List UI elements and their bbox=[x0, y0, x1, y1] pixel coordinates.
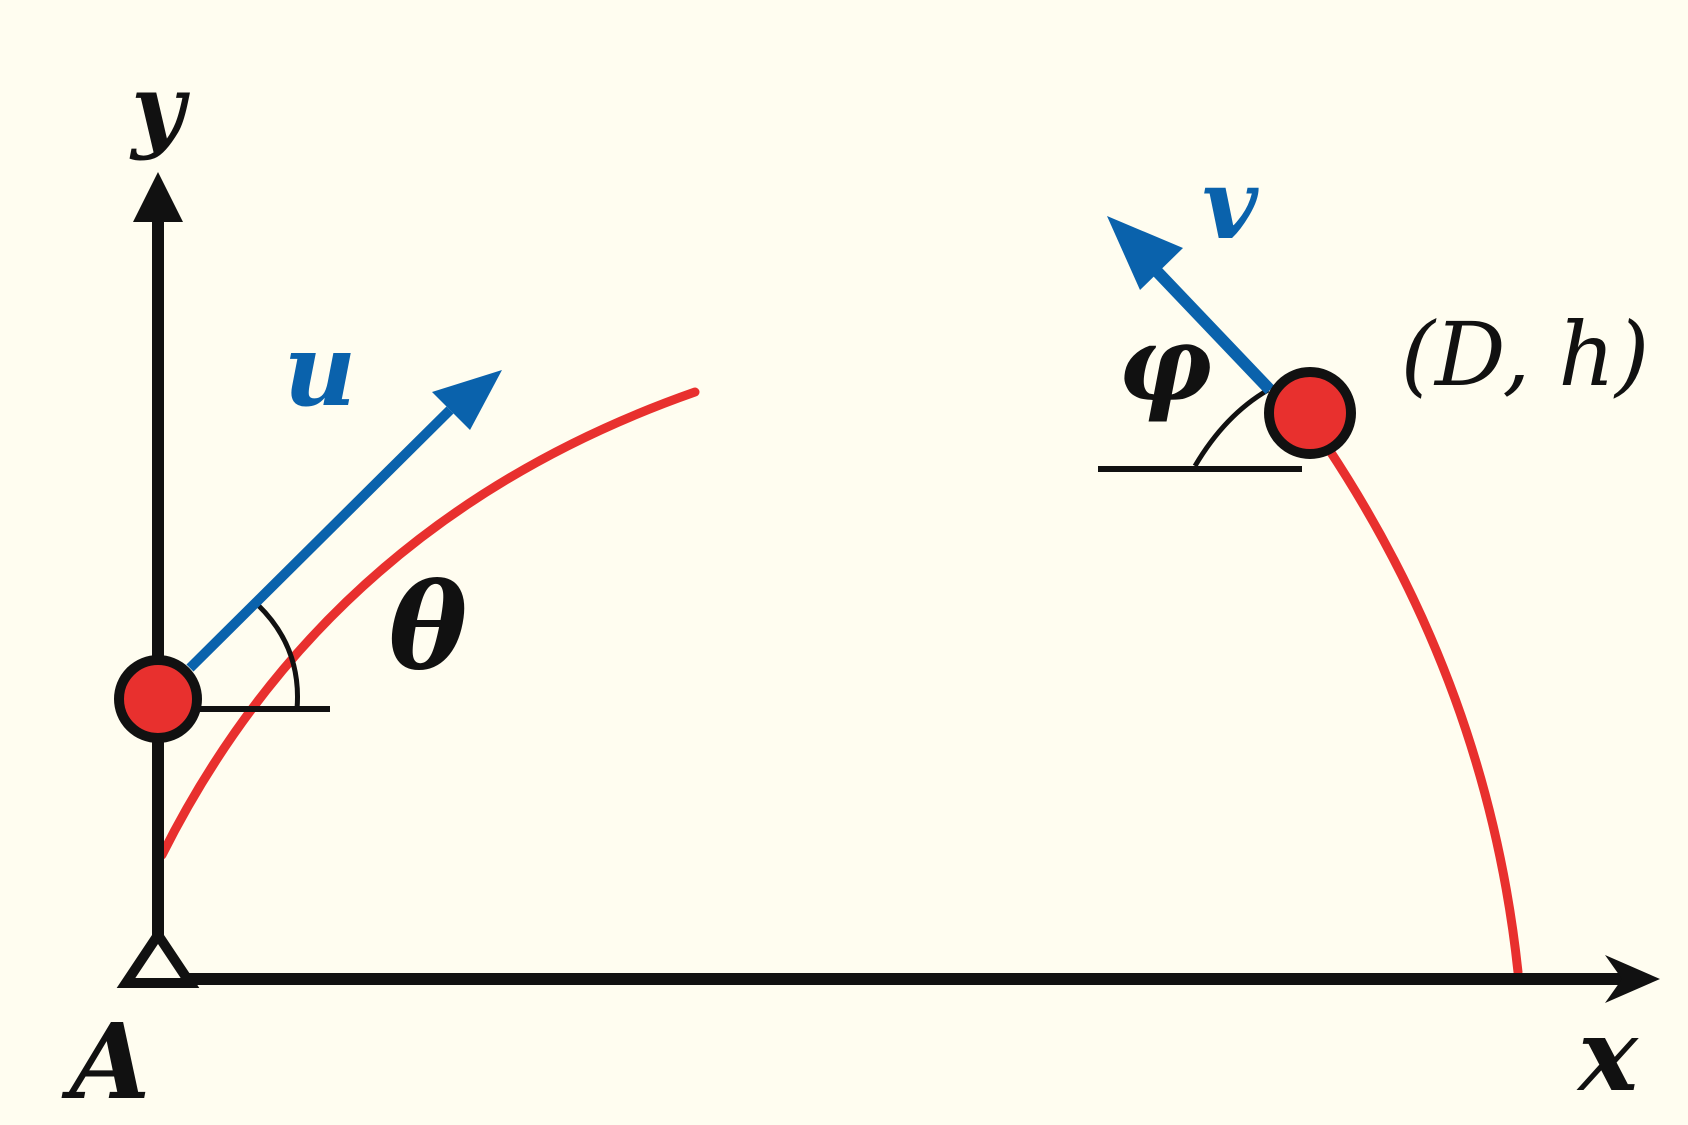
origin-label: A bbox=[61, 1000, 151, 1123]
initial-velocity-arrowhead bbox=[432, 370, 502, 430]
arrival-angle-label: φ bbox=[1118, 302, 1212, 425]
launch-angle-label: θ bbox=[389, 557, 468, 696]
final-velocity-arrowhead bbox=[1107, 216, 1183, 290]
final-velocity-label: v bbox=[1202, 148, 1259, 261]
launch-ball bbox=[114, 655, 202, 743]
launch-angle-arc bbox=[256, 603, 301, 710]
initial-velocity-label: u bbox=[284, 311, 357, 429]
y-axis-arrowhead bbox=[133, 172, 183, 222]
y-axis-label: y bbox=[129, 54, 190, 162]
x-axis-label: x bbox=[1576, 996, 1639, 1114]
pivot-support-icon bbox=[116, 925, 200, 988]
target-ball bbox=[1264, 367, 1356, 459]
arrival-angle-arc bbox=[1192, 387, 1270, 468]
initial-velocity-arrow bbox=[186, 370, 502, 672]
x-axis-arrowhead bbox=[1605, 955, 1660, 1003]
final-velocity-arrow bbox=[1107, 216, 1275, 395]
trajectory-rising-segment bbox=[157, 387, 700, 860]
target-point-label: (D, h) bbox=[1401, 303, 1650, 406]
trajectory-descending-segment bbox=[1323, 443, 1523, 977]
x-axis bbox=[180, 955, 1660, 1003]
y-axis bbox=[133, 172, 183, 950]
